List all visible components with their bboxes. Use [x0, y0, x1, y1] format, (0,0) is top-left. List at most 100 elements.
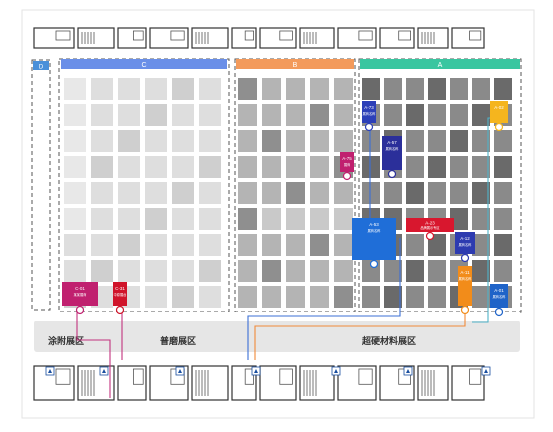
booth-code: A-57	[387, 140, 397, 145]
booth-sub: 展商名称	[363, 111, 377, 116]
route-line	[247, 238, 401, 360]
booth-block	[450, 182, 468, 204]
booth-block	[286, 234, 305, 256]
booth-block	[450, 156, 468, 178]
booth-block	[334, 78, 353, 100]
booth-block	[91, 130, 113, 152]
booth-block	[145, 286, 167, 308]
booth-block	[472, 182, 490, 204]
booth-block	[199, 234, 221, 256]
booth-block	[362, 286, 380, 308]
booth-block	[262, 260, 281, 282]
booth-block	[334, 260, 353, 282]
booth-block	[406, 260, 424, 282]
booth-block	[172, 260, 194, 282]
booth-block	[91, 208, 113, 230]
booth-block	[310, 182, 329, 204]
booth-block	[145, 260, 167, 282]
route-lines	[76, 117, 498, 398]
booth-block	[238, 208, 257, 230]
booth-block	[238, 156, 257, 178]
booth-block	[199, 130, 221, 152]
booth-block	[406, 78, 424, 100]
booth-sub: 品牌展示专区	[420, 225, 440, 230]
booth-block	[118, 130, 140, 152]
hall-d-header	[33, 61, 49, 70]
booth-code: A-01	[494, 288, 504, 293]
route-line	[254, 306, 466, 360]
service-room	[337, 365, 377, 401]
top-service-strip	[30, 27, 522, 49]
pin-icon	[460, 253, 470, 263]
service-room	[191, 365, 229, 401]
booth-block	[238, 286, 257, 308]
booth-block	[472, 156, 490, 178]
hall-b-label: B	[293, 62, 298, 69]
bottom-service-strip	[30, 365, 522, 401]
booth-block	[384, 78, 402, 100]
booth-block	[91, 234, 113, 256]
booth-block	[199, 182, 221, 204]
booth-block	[172, 130, 194, 152]
hall-a-label: A	[438, 62, 443, 69]
service-room	[231, 365, 257, 401]
booth-block	[286, 286, 305, 308]
booth-block	[64, 208, 86, 230]
booth-block	[494, 260, 512, 282]
booth-block	[64, 182, 86, 204]
booth-block	[362, 130, 380, 152]
booth-block	[334, 104, 353, 126]
booth-block	[238, 260, 257, 282]
booth-block	[362, 78, 380, 100]
booth-block	[64, 234, 86, 256]
pin-icon	[75, 305, 85, 315]
booth-code: A-11	[460, 270, 470, 275]
booth-block	[145, 234, 167, 256]
booth-block	[64, 78, 86, 100]
zone-label-abrasive: 普磨展区	[160, 335, 196, 346]
booth-block	[494, 130, 512, 152]
booth-block	[334, 286, 353, 308]
service-room	[149, 365, 189, 401]
booth-block	[91, 78, 113, 100]
booth-block	[286, 104, 305, 126]
pin-icon	[387, 169, 397, 179]
booth-block	[199, 260, 221, 282]
service-room	[77, 365, 115, 401]
booth-block	[238, 130, 257, 152]
service-room	[231, 27, 257, 49]
booth-block	[172, 78, 194, 100]
booth-block	[384, 286, 402, 308]
service-room	[149, 27, 189, 49]
booth-a-02[interactable]: A-02	[490, 101, 508, 132]
booth-block	[334, 182, 353, 204]
service-room	[33, 27, 75, 49]
booth-block	[494, 234, 512, 256]
hall-d-label: D	[39, 65, 44, 71]
booth-block	[450, 78, 468, 100]
booth-block	[334, 130, 353, 152]
booth-block	[199, 156, 221, 178]
booth-block	[428, 78, 446, 100]
booth-block	[428, 182, 446, 204]
booth-code: A-53	[369, 222, 379, 227]
booth-block	[64, 260, 86, 282]
pin-icon	[342, 171, 352, 181]
booth-block	[172, 182, 194, 204]
booth-block	[472, 130, 490, 152]
booth-block	[262, 78, 281, 100]
service-room	[379, 27, 415, 49]
booth-block	[450, 104, 468, 126]
booth-sub: 展商名称	[386, 146, 400, 151]
booth-block	[238, 78, 257, 100]
